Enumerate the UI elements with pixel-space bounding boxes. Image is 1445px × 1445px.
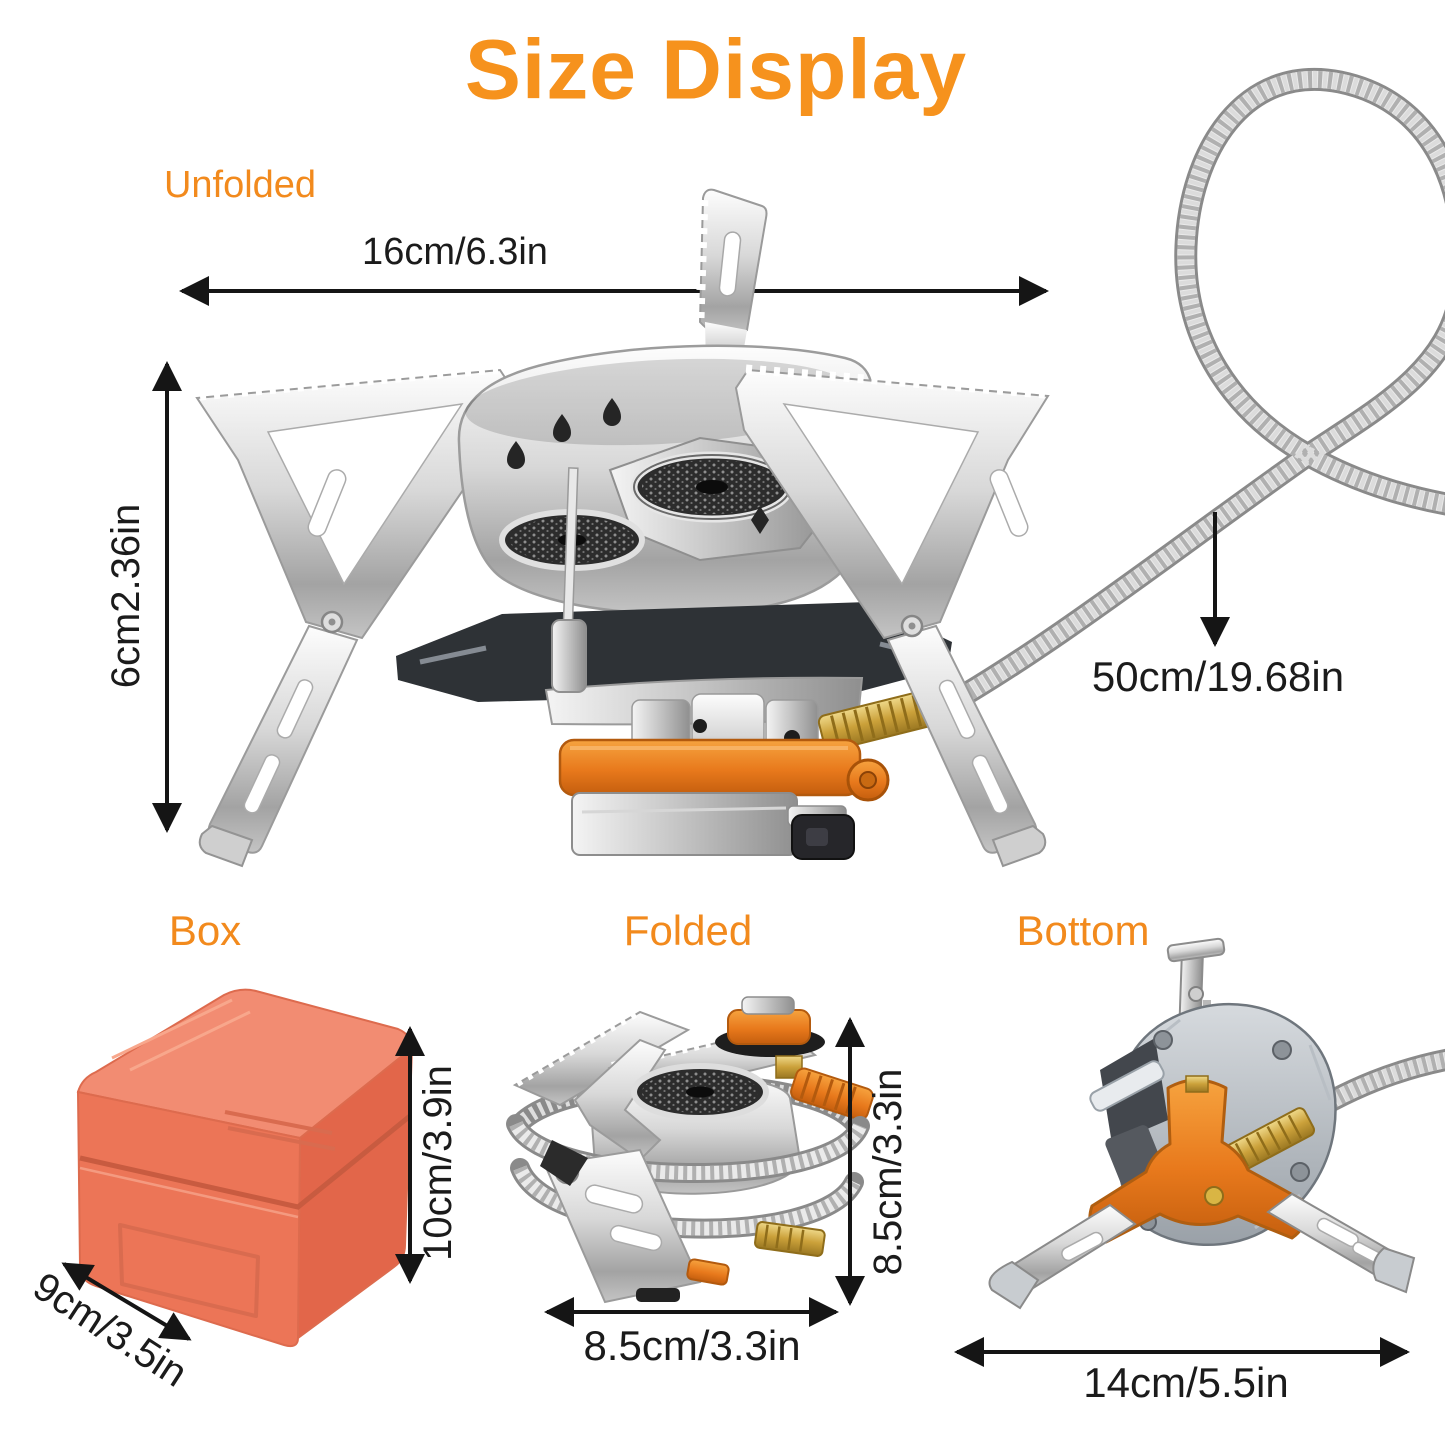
box-height-label: 10cm/3.9in	[416, 1065, 460, 1261]
box-section-label: Box	[168, 907, 242, 954]
folded-section-label: Folded	[623, 907, 753, 954]
box-depth-arrow	[61, 1262, 192, 1341]
storage-box-illustration	[76, 988, 414, 1348]
unfolded-stove-illustration	[195, 188, 1050, 868]
unfolded-width-label: 16cm/6.3in	[362, 231, 548, 273]
unfolded-section-label: Unfolded	[163, 164, 317, 206]
stove-burner-body	[396, 344, 961, 860]
bottom-section-label: Bottom	[1016, 907, 1150, 954]
page-title: Size Display	[464, 22, 968, 117]
bottom-view-illustration	[988, 937, 1445, 1310]
folded-stove-illustration	[515, 996, 874, 1304]
hose-length-label: 50cm/19.68in	[1091, 653, 1345, 700]
right-pot-support-arm	[734, 364, 1050, 868]
unfolded-height-label: 6cm2.36in	[104, 503, 148, 689]
folded-height-label: 8.5cm/3.3in	[866, 1068, 910, 1276]
folded-width-label: 8.5cm/3.3in	[583, 1322, 801, 1369]
folded-hose-wrap	[516, 1124, 860, 1257]
bottom-width-label: 14cm/5.5in	[1083, 1359, 1289, 1406]
left-pot-support-arm	[195, 364, 514, 868]
